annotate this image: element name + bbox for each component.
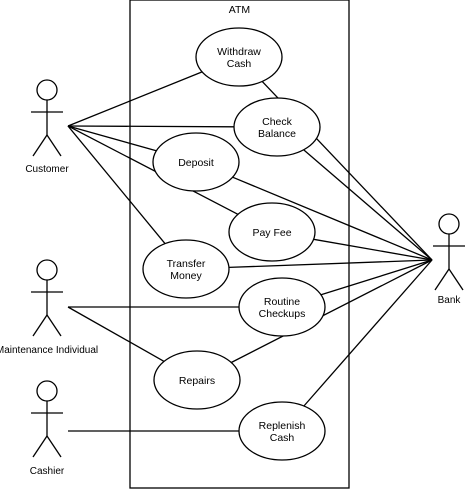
actor-label: Customer <box>25 164 69 175</box>
use-case-label: Routine <box>264 296 300 308</box>
use-case-label: Balance <box>258 128 296 140</box>
association-bank-replenish-cash <box>303 259 433 407</box>
use-case-label: Repairs <box>179 375 215 387</box>
use-case-label: Cash <box>270 432 295 444</box>
association-bank-routine-checkups <box>320 259 433 296</box>
use-case-label: Replenish <box>259 420 306 432</box>
use-case-label: Check <box>262 116 293 128</box>
system-title: ATM <box>229 4 250 16</box>
association-customer-deposit <box>67 125 157 152</box>
use-case-label: Pay Fee <box>252 227 291 239</box>
actor-left-leg <box>434 268 450 291</box>
actor-right-leg <box>46 314 62 337</box>
actor-label: Maintenance Individual <box>0 345 98 356</box>
association-customer-pay-fee <box>67 125 239 215</box>
actor-head <box>438 213 460 235</box>
actor-head <box>36 380 58 402</box>
actor-customer: Customer <box>25 79 69 175</box>
use-case-label: Money <box>170 270 202 282</box>
association-bank-check-balance <box>303 149 433 261</box>
association-bank-pay-fee <box>313 238 433 261</box>
association-customer-check-balance <box>67 125 235 128</box>
use-case-ellipse <box>238 277 326 337</box>
association-customer-withdraw-cash <box>67 71 203 127</box>
use-case-label: Checkups <box>259 308 306 320</box>
association-lines <box>67 71 433 432</box>
use-case-deposit: Deposit <box>152 132 240 192</box>
use-case-ellipse <box>238 401 326 461</box>
use-case-ellipse <box>233 97 321 157</box>
actor-maintenance: Maintenance Individual <box>0 259 98 356</box>
actor-right-leg <box>46 435 62 458</box>
actor-head <box>36 79 58 101</box>
use-case-ellipse <box>195 27 283 87</box>
use-case-repairs: Repairs <box>153 350 241 410</box>
use-case-label: Withdraw <box>217 46 261 58</box>
actor-right-leg <box>46 134 62 157</box>
use-case-ellipse <box>228 202 316 262</box>
system-boundary <box>129 0 350 489</box>
use-case-ellipse <box>152 132 240 192</box>
actor-right-leg <box>448 268 464 291</box>
use-case-pay-fee: Pay Fee <box>228 202 316 262</box>
use-case-ellipse <box>153 350 241 410</box>
association-maintenance-repairs <box>67 306 165 362</box>
actor-bank: Bank <box>433 213 465 306</box>
actor-left-leg <box>32 314 48 337</box>
actor-left-leg <box>32 134 48 157</box>
actor-label: Bank <box>438 295 462 306</box>
association-customer-transfer-money <box>67 125 166 245</box>
association-bank-transfer-money <box>228 259 433 269</box>
actor-cashier: Cashier <box>30 380 65 477</box>
use-case-label: Deposit <box>178 157 214 169</box>
actor-left-leg <box>32 435 48 458</box>
use-case-ellipse <box>142 239 230 299</box>
actor-head <box>36 259 58 281</box>
association-bank-repairs <box>231 259 433 364</box>
use-case-label: Cash <box>227 58 252 70</box>
actor-label: Cashier <box>30 466 65 477</box>
use-case-label: Transfer <box>167 258 206 270</box>
association-bank-deposit <box>232 176 433 261</box>
